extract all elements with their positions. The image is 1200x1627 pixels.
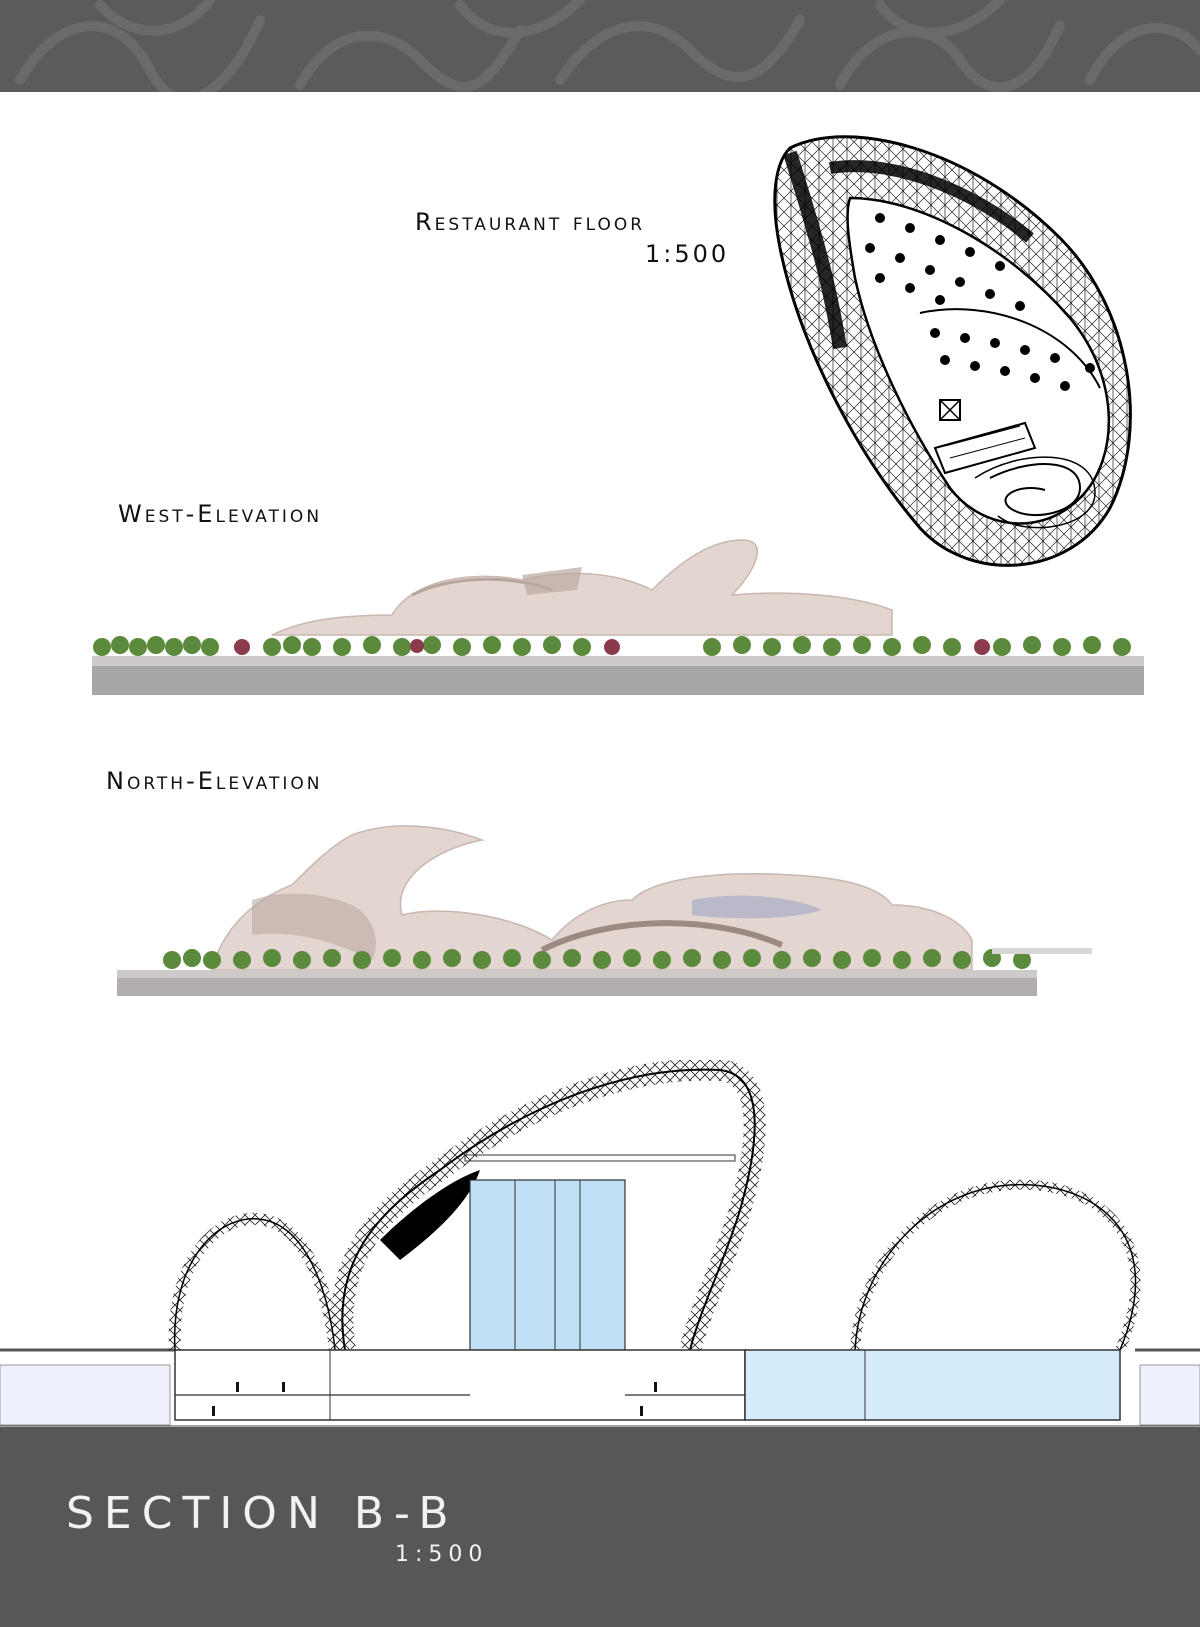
section-b-b-drawing <box>0 1060 1200 1427</box>
header-pattern-band <box>0 0 1200 92</box>
section-scale: 1:500 <box>395 1542 489 1567</box>
section-title: SECTION B-B <box>66 1488 459 1539</box>
decorative-pattern <box>15 0 1200 92</box>
restaurant-floor-title: Restaurant floor <box>415 208 646 236</box>
restaurant-floor-scale: 1:500 <box>645 240 730 268</box>
footer-band <box>0 1427 1200 1627</box>
west-elevation-title: West-Elevation <box>118 500 323 528</box>
restaurant-floor-plan <box>773 135 1132 567</box>
north-elevation-title: North-Elevation <box>106 767 323 795</box>
west-elevation-render <box>92 539 1144 695</box>
north-elevation-render <box>117 825 1092 996</box>
